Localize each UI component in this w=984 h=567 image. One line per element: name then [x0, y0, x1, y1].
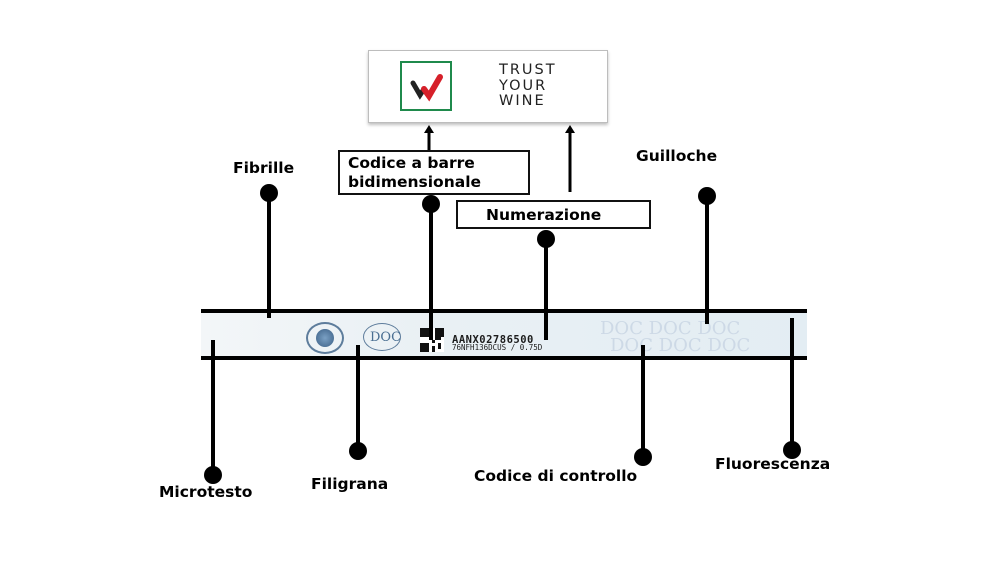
label-numerazione: Numerazione: [456, 200, 651, 229]
label-guilloche: Guilloche: [636, 147, 718, 165]
connector-codice-barre: [429, 205, 433, 340]
label-microtesto: Microtesto: [159, 483, 253, 501]
strip-bottom-border: [201, 356, 807, 360]
strip-doc-mark: DOC: [370, 330, 402, 345]
connector-fibrille: [267, 193, 271, 318]
seal-emblem-center: [316, 329, 334, 347]
connector-guilloche: [705, 196, 709, 324]
arrow-up-icon: [565, 125, 575, 192]
strip-serial-code: AANX02786500: [452, 334, 534, 346]
logo-line-2: YOUR: [499, 77, 548, 94]
connector-dot: [422, 195, 440, 213]
label-codice-line-1: Codice a barre: [348, 154, 475, 172]
strip-background-text: DOC DOC DOC: [610, 335, 751, 356]
connector-dot: [783, 441, 801, 459]
connector-filigrana: [356, 345, 360, 450]
connector-codice-controllo: [641, 345, 645, 457]
logo-wordmark: TRUST YOUR WINE: [499, 62, 557, 110]
connector-numerazione: [544, 240, 548, 340]
logo-line-3: WINE: [499, 93, 546, 109]
doc-oval-icon: [363, 323, 401, 351]
connector-microtesto: [211, 340, 215, 472]
trust-your-wine-logo: TRUST YOUR WINE: [368, 50, 608, 123]
connector-fluorescenza: [790, 318, 794, 448]
qr-code-icon: [420, 328, 444, 352]
seal-emblem-icon: [306, 322, 344, 354]
check-mark-logo-icon: [400, 61, 452, 111]
label-codice-line-2: bidimensionale: [348, 173, 482, 191]
connector-dot: [698, 187, 716, 205]
connector-dot: [634, 448, 652, 466]
label-fluorescenza: Fluorescenza: [715, 455, 831, 473]
strip-top-border: [201, 309, 807, 313]
arrow-up-icon: [424, 125, 434, 150]
label-codice-a-barre: Codice a barre bidimensionale: [338, 150, 530, 195]
label-codice-di-controllo: Codice di controllo: [474, 467, 638, 485]
connector-dot: [349, 442, 367, 460]
connector-dot: [260, 184, 278, 202]
connector-dot: [537, 230, 555, 248]
logo-line-1: TRUST: [499, 62, 557, 78]
label-filigrana: Filigrana: [311, 475, 389, 493]
strip-control-code: 76NFH136DCUS / 0.75D: [452, 343, 543, 352]
connector-dot: [204, 466, 222, 484]
label-fibrille: Fibrille: [233, 159, 295, 177]
